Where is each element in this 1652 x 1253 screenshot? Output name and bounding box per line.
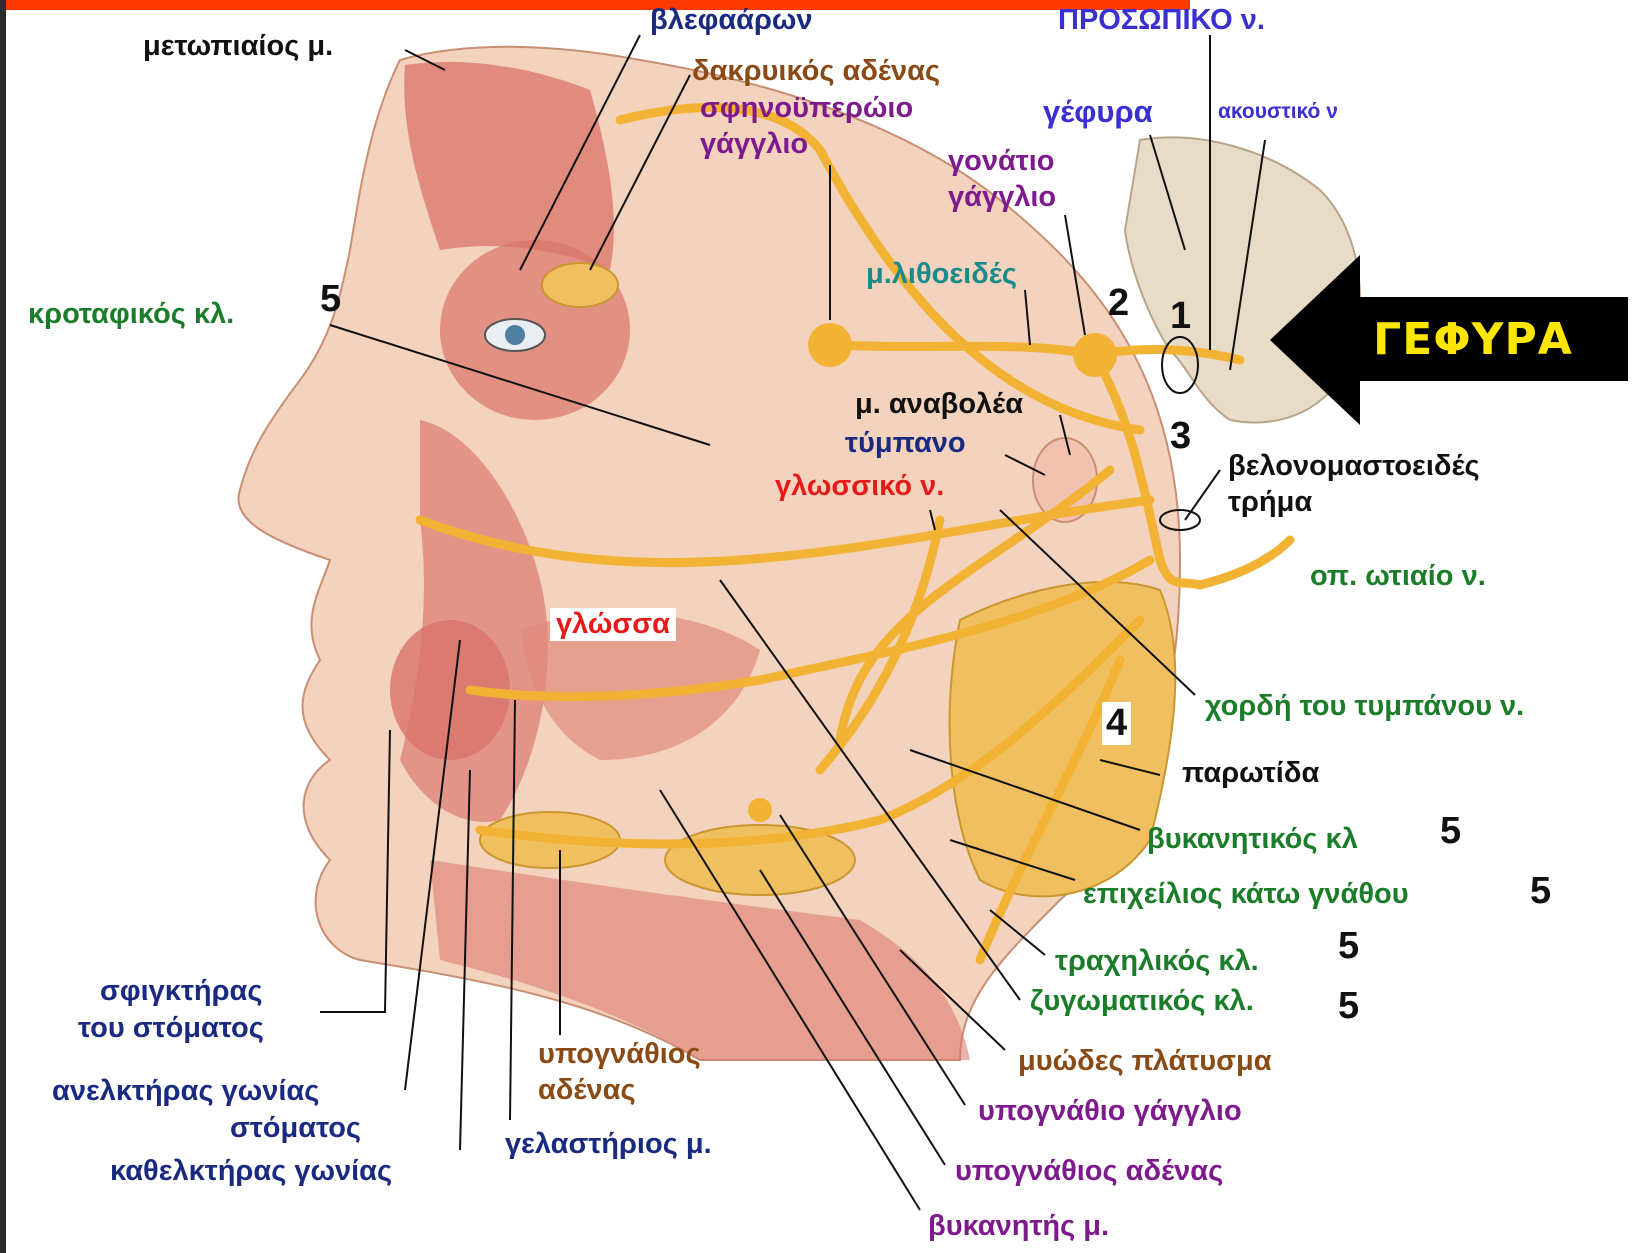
label-anavolea: μ. αναβολέα xyxy=(855,388,1023,421)
label-gonatio-2: γάγγλιο xyxy=(948,181,1056,214)
number-4: 4 xyxy=(1102,702,1131,745)
label-sfinoyperoio-2: γάγγλιο xyxy=(700,128,808,161)
label-metopiaios: μετωπιαίος μ. xyxy=(143,30,333,63)
label-parotida: παρωτίδα xyxy=(1182,757,1319,790)
label-anelktiras-2: στόματος xyxy=(230,1112,361,1145)
label-prosopiko: ΠΡΟΣΩΠΙΚΟ ν. xyxy=(1058,4,1265,37)
number-3: 3 xyxy=(1170,415,1191,458)
label-opisthio-otiaio: οπ. ωτιαίο ν. xyxy=(1310,560,1486,593)
number-5-vykanitikos: 5 xyxy=(1440,810,1461,853)
label-sfigktiras-1: σφιγκτήρας xyxy=(100,975,262,1008)
label-epicheilios: επιχείλιος κάτω γνάθου xyxy=(1083,878,1409,911)
label-glossiko: γλωσσικό ν. xyxy=(775,470,944,503)
label-velonomastoeides-1: βελονομαστοειδές xyxy=(1228,450,1480,483)
label-ypognathios-1: υπογνάθιος xyxy=(538,1038,701,1071)
label-chordi: χορδή του τυμπάνου ν. xyxy=(1205,690,1524,723)
label-velonomastoeides-2: τρήμα xyxy=(1228,486,1312,519)
label-myodes: μυώδες πλάτυσμα xyxy=(1018,1045,1272,1078)
number-2: 2 xyxy=(1108,282,1129,325)
label-kathelktiras: καθελκτήρας γωνίας xyxy=(110,1155,392,1188)
pterygopalatine-ganglion xyxy=(808,323,852,367)
label-vykanitis: βυκανητής μ. xyxy=(928,1210,1109,1243)
label-krotafikos: κροταφικός κλ. xyxy=(28,298,234,331)
label-akoustiko: ακουστικό ν xyxy=(1218,100,1338,124)
label-tympano: τύμπανο xyxy=(845,427,966,460)
label-gonatio-1: γονάτιο xyxy=(948,145,1055,178)
label-anelktiras-1: ανελκτήρας γωνίας xyxy=(52,1075,319,1108)
submandibular-ganglion xyxy=(748,798,772,822)
leader-velonomastoeides xyxy=(1185,470,1220,520)
label-ypognathios-2: αδένας xyxy=(538,1074,636,1107)
number-5-trachilikos: 5 xyxy=(1338,925,1359,968)
label-vykanitikos: βυκανητικός κλ xyxy=(1147,823,1358,856)
lacrimal-gland xyxy=(542,263,618,307)
posterior-auricular-nerve xyxy=(1200,540,1290,585)
number-5-zygomatikos: 5 xyxy=(1338,985,1359,1028)
gefyra-tag-label: ΓΕΦΥΡΑ xyxy=(1318,297,1628,381)
geniculate-ganglion xyxy=(1073,333,1117,377)
label-zygomatikos: ζυγωματικός κλ. xyxy=(1030,985,1254,1018)
iris xyxy=(505,325,525,345)
label-ypognathios-adenas: υπογνάθιος αδένας xyxy=(955,1155,1223,1188)
number-5-krotafikos: 5 xyxy=(320,278,341,321)
label-gelastirios: γελαστήριος μ. xyxy=(505,1128,712,1161)
number-1: 1 xyxy=(1170,295,1191,338)
label-trachilikos: τραχηλικός κλ. xyxy=(1055,945,1259,978)
label-ypognathio-gagglio: υπογνάθιο γάγγλιο xyxy=(978,1095,1242,1128)
label-lithoeides: μ.λιθοειδές xyxy=(866,258,1017,291)
label-glossa: γλώσσα xyxy=(550,608,676,641)
label-sfigktiras-2: του στόματος xyxy=(78,1012,264,1045)
label-sfinoyperoio-1: σφηνοϋπερώιο xyxy=(700,92,913,125)
number-5-epicheilios: 5 xyxy=(1530,870,1551,913)
label-blefaron: βλεφαάρων xyxy=(650,4,813,37)
label-dakryikos: δακρυικός αδένας xyxy=(692,55,940,88)
label-gefyra-small: γέφυρα xyxy=(1043,94,1153,130)
